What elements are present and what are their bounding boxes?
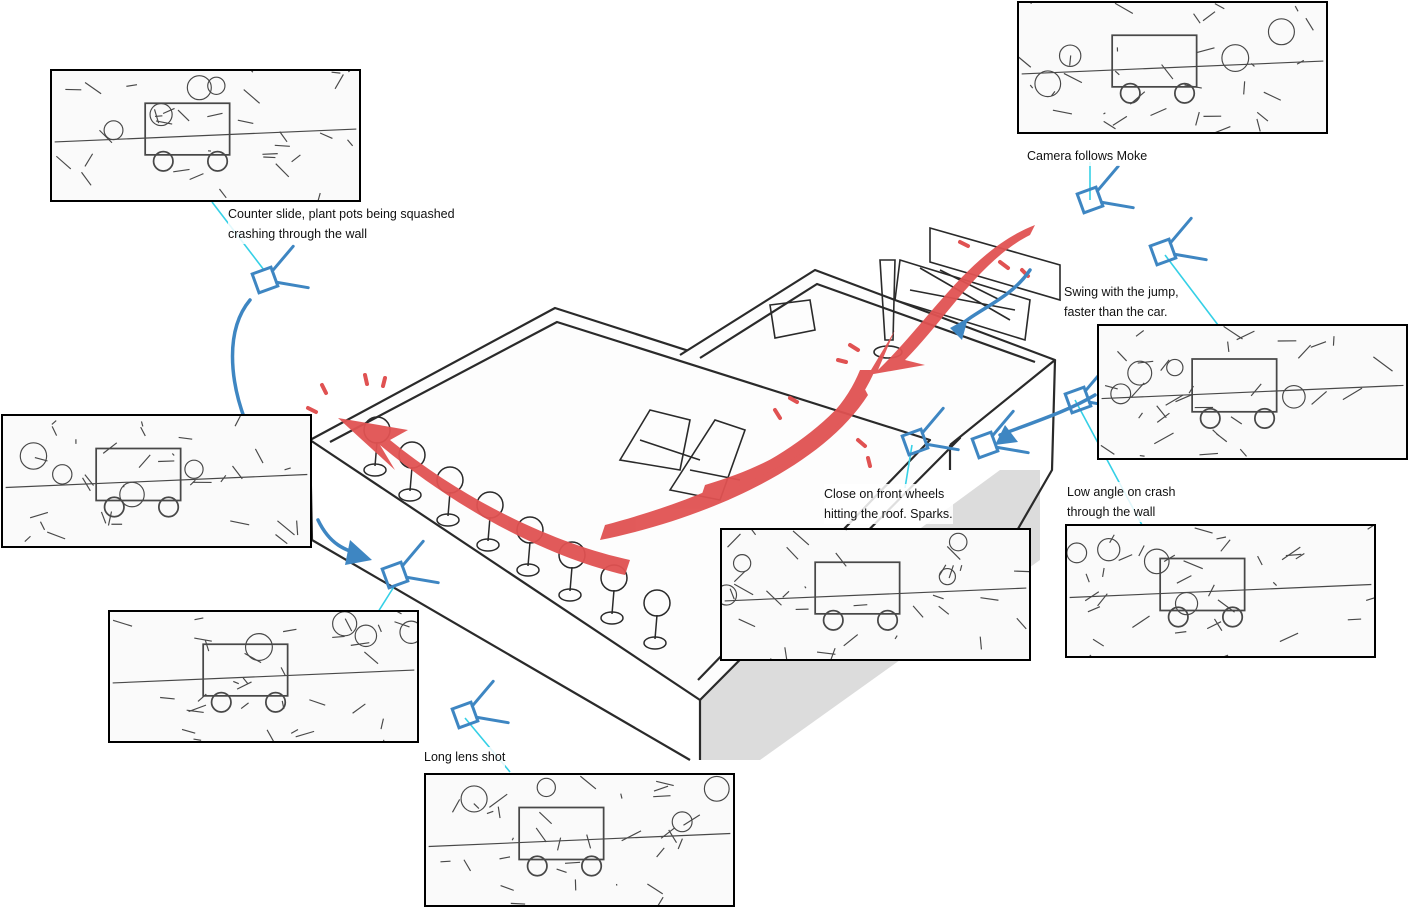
camera-icons: [250, 164, 1208, 730]
camera-icon: [1075, 164, 1135, 215]
panel-pots-crash: [1, 414, 312, 548]
spark-icon: [306, 240, 1030, 468]
motion-arrow-icon: [345, 540, 372, 565]
caption-counter-slide: Counter slide, plant pots being squashed…: [228, 204, 455, 244]
sketch-jeep-jump: [1100, 326, 1404, 457]
caption-low-angle: Low angle on crash through the wall: [1067, 482, 1176, 522]
camera-icon: [380, 539, 440, 590]
sketch-low-angle-crash: [1067, 526, 1374, 656]
motion-paths: [338, 225, 1035, 575]
panel-counter-slide: [50, 69, 361, 202]
panel-low-angle: [1065, 524, 1376, 658]
motion-arrow-icon: [868, 225, 1035, 375]
motion-arrow-icon: [995, 425, 1018, 445]
panel-driver: [108, 610, 419, 743]
caption-front-wheels: Close on front wheels hitting the roof. …: [824, 484, 953, 524]
caption-camera-follows: Camera follows Moke: [1027, 146, 1148, 166]
camera-icon: [1148, 216, 1208, 267]
sketch-long-lens: [428, 775, 731, 905]
camera-icon: [970, 409, 1030, 460]
sketch-wheel-closeup: [722, 530, 1029, 659]
sketch-driver: [112, 612, 417, 741]
sketch-wall-crash: [54, 71, 357, 200]
caption-swing-jump: Swing with the jump, faster than the car…: [1064, 282, 1179, 322]
sketch-moke-rooftop: [1019, 3, 1324, 132]
camera-icon: [900, 406, 960, 457]
panel-long-lens: [424, 773, 735, 907]
motion-arrow-icon: [600, 380, 868, 540]
deck-chairs: [618, 299, 816, 501]
railing: [894, 226, 1061, 342]
plant-pot: [516, 516, 544, 577]
sketch-pots-squashed: [5, 416, 308, 545]
motion-arrow-icon: [950, 318, 968, 340]
camera-icon: [450, 679, 510, 730]
plant-pot: [643, 589, 671, 650]
motion-arrow-icon: [338, 418, 630, 575]
panel-camera-follows: [1017, 1, 1328, 134]
caption-long-lens: Long lens shot: [424, 747, 506, 767]
panel-swing-jump: [1097, 324, 1408, 460]
camera-icon: [250, 244, 310, 295]
panel-front-wheels: [720, 528, 1031, 661]
